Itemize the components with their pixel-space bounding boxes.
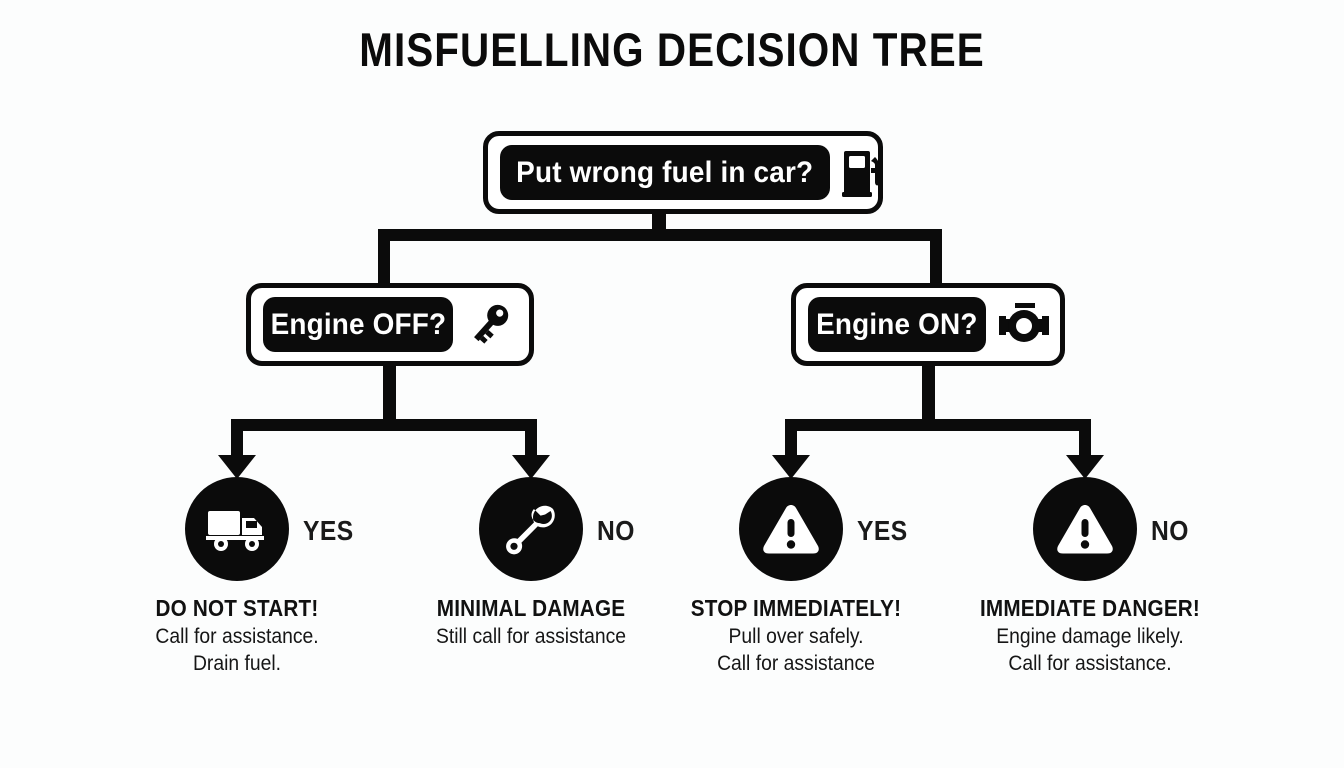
connector-root-left-drop: [378, 229, 390, 287]
connector-on-horizontal: [785, 419, 1086, 431]
connector-on-right-drop: [1079, 419, 1091, 457]
connector-off-right-arrow: [512, 455, 550, 479]
outcome-3-branch-label: YES: [857, 515, 908, 546]
engine-icon: [998, 302, 1050, 348]
decision-node-root-label: Put wrong fuel in car?: [516, 155, 814, 189]
fuel-pump-icon: [842, 148, 884, 198]
decision-node-engine-on-pill: Engine ON?: [808, 297, 986, 352]
connector-on-left-drop: [785, 419, 797, 457]
connector-off-left-arrow: [218, 455, 256, 479]
outcome-4-line-2: Call for assistance.: [1008, 652, 1172, 676]
outcome-4-branch-label: NO: [1151, 515, 1189, 546]
outcome-4-caption: IMMEDIATE DANGER! Engine damage likely. …: [940, 595, 1240, 678]
outcome-3-circle: [739, 477, 843, 581]
outcome-3-line-2: Call for assistance: [717, 652, 875, 676]
connector-off-left-drop: [231, 419, 243, 457]
page-title: MISFUELLING DECISION TREE: [359, 23, 985, 76]
outcome-2-branch-label: NO: [597, 515, 635, 546]
key-icon: [465, 300, 513, 350]
decision-node-root[interactable]: Put wrong fuel in car?: [483, 131, 883, 214]
outcome-3-caption: STOP IMMEDIATELY! Pull over safely. Call…: [646, 595, 946, 678]
outcome-2-caption: MINIMAL DAMAGE Still call for assistance: [381, 595, 681, 650]
outcome-2-line-1: Still call for assistance: [435, 624, 627, 648]
outcome-1-heading: DO NOT START!: [155, 595, 319, 621]
tow-truck-icon: [206, 511, 264, 551]
warning-triangle-icon: [763, 505, 819, 554]
warning-triangle-icon: [1057, 505, 1113, 554]
outcome-3-heading: STOP IMMEDIATELY!: [690, 595, 902, 621]
outcome-4-circle: [1033, 477, 1137, 581]
connector-root-right-drop: [930, 229, 942, 287]
decision-node-engine-off-label: Engine OFF?: [270, 307, 446, 341]
connector-off-horizontal: [231, 419, 532, 431]
outcome-4-heading: IMMEDIATE DANGER!: [979, 595, 1201, 621]
outcome-1-line-2: Drain fuel.: [192, 652, 282, 676]
decision-node-root-pill: Put wrong fuel in car?: [500, 145, 830, 200]
wrench-icon: [506, 505, 555, 555]
connector-off-right-drop: [525, 419, 537, 457]
outcome-2-circle: [479, 477, 583, 581]
decision-node-engine-off-pill: Engine OFF?: [263, 297, 453, 352]
outcome-1-caption: DO NOT START! Call for assistance. Drain…: [87, 595, 387, 678]
outcome-1-line-1: Call for assistance.: [155, 624, 319, 648]
outcome-1-circle: [185, 477, 289, 581]
outcome-3-line-1: Pull over safely.: [728, 624, 864, 648]
connector-off-stub: [383, 366, 396, 423]
decision-node-engine-on-label: Engine ON?: [816, 307, 978, 341]
outcome-1-branch-label: YES: [303, 515, 354, 546]
connector-root-horizontal: [378, 229, 942, 241]
decision-node-engine-off[interactable]: Engine OFF?: [246, 283, 534, 366]
decision-node-engine-on[interactable]: Engine ON?: [791, 283, 1065, 366]
connector-on-left-arrow: [772, 455, 810, 479]
connector-on-right-arrow: [1066, 455, 1104, 479]
connector-on-stub: [922, 366, 935, 423]
outcome-2-heading: MINIMAL DAMAGE: [436, 595, 626, 621]
outcome-4-line-1: Engine damage likely.: [996, 624, 1184, 648]
